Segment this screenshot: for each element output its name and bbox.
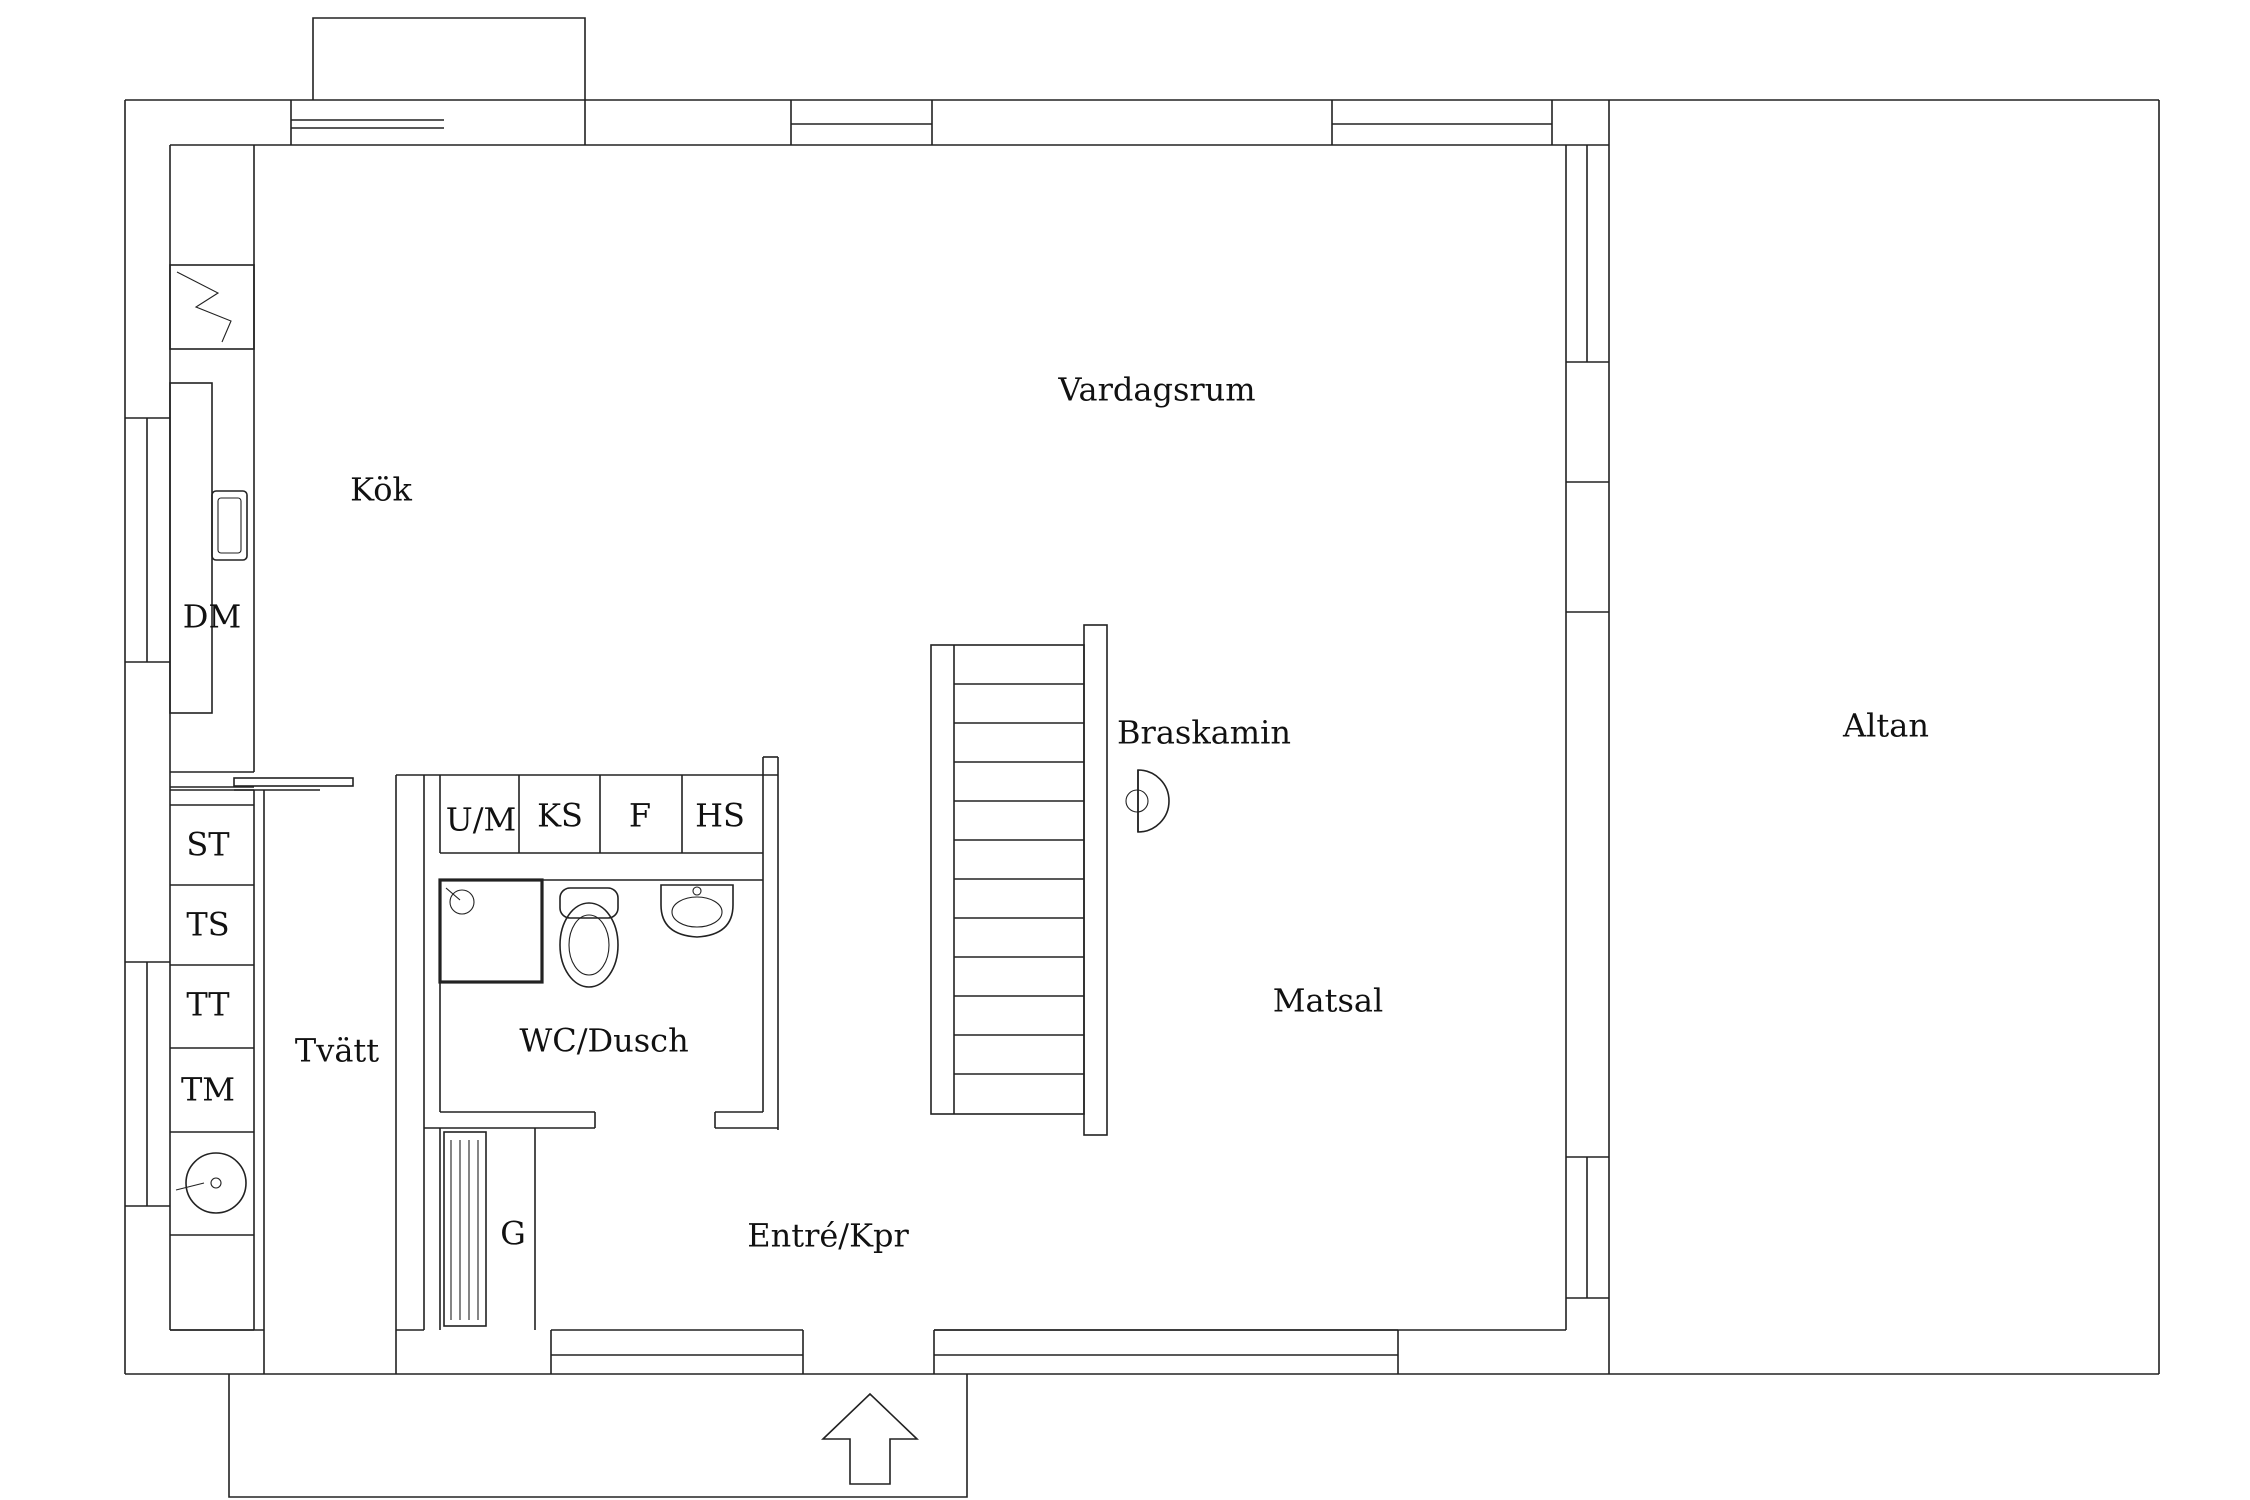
shower-icon <box>438 878 544 984</box>
label-garderob: G <box>500 1215 526 1253</box>
room-label-matsal: Matsal <box>1273 982 1383 1020</box>
staircase <box>930 624 1108 1136</box>
room-label-wc-dusch: WC/Dusch <box>519 1022 688 1060</box>
sink-icon <box>211 490 248 561</box>
label-ks: KS <box>537 797 583 835</box>
label-tm: TM <box>181 1071 235 1109</box>
label-hs: HS <box>695 797 745 835</box>
fireplace-icon <box>1125 769 1170 833</box>
room-label-altan: Altan <box>1842 707 1929 745</box>
laundry-wall <box>263 774 425 1330</box>
room-label-kok: Kök <box>350 471 412 509</box>
north-porch <box>312 17 586 145</box>
kitchen-door <box>170 777 354 791</box>
label-braskamin: Braskamin <box>1117 714 1291 752</box>
stove-icon <box>169 264 255 350</box>
label-ts: TS <box>186 906 229 944</box>
laundry-sink-icon <box>185 1152 247 1214</box>
north-windows <box>290 100 1553 145</box>
toilet-icon <box>559 887 619 988</box>
south-porch <box>228 1374 968 1498</box>
label-dm: DM <box>183 598 241 636</box>
label-tt: TT <box>186 986 230 1024</box>
south-windows <box>550 1329 1399 1374</box>
room-label-entre: Entré/Kpr <box>747 1217 909 1255</box>
label-um: U/M <box>446 801 517 839</box>
room-label-tvatt: Tvätt <box>295 1032 379 1070</box>
entrance-arrow-icon <box>821 1392 919 1485</box>
kitchen-counter <box>169 145 255 773</box>
wash-basin-icon <box>660 884 734 938</box>
west-windows <box>125 417 170 1207</box>
label-st: ST <box>186 826 230 864</box>
room-label-vardagsrum: Vardagsrum <box>1057 371 1255 409</box>
wardrobe <box>439 1128 536 1330</box>
bathroom <box>424 878 778 1129</box>
east-windows <box>1566 144 1609 1299</box>
label-f: F <box>629 797 651 835</box>
laundry-room <box>170 789 255 1331</box>
